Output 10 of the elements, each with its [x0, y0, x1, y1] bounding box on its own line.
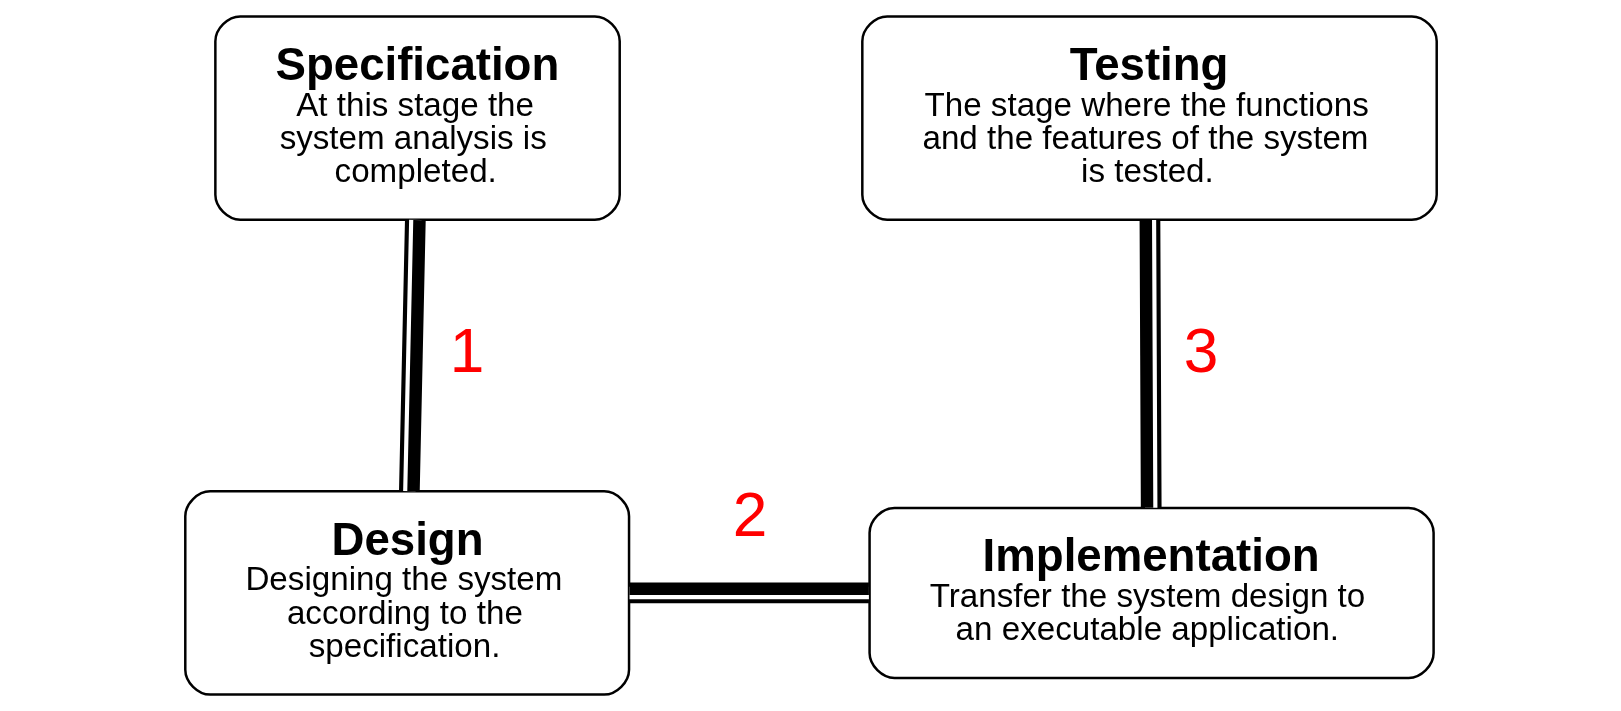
connector	[629, 582, 869, 604]
node-box: Implementation Transfer the system design to an executable application.	[867, 506, 1435, 680]
edge-label: 1	[449, 316, 484, 386]
node-box: Testing The stage where the functions and the features of the system is tested.	[860, 15, 1438, 221]
connector	[1139, 219, 1162, 508]
node-box: Design Designing the system according to the specification.	[183, 490, 630, 696]
connector	[398, 219, 426, 492]
edge-label: 2	[732, 479, 767, 549]
edge-label: 3	[1183, 316, 1218, 386]
node-box: Specification At this stage the system analysis is completed.	[213, 15, 621, 221]
